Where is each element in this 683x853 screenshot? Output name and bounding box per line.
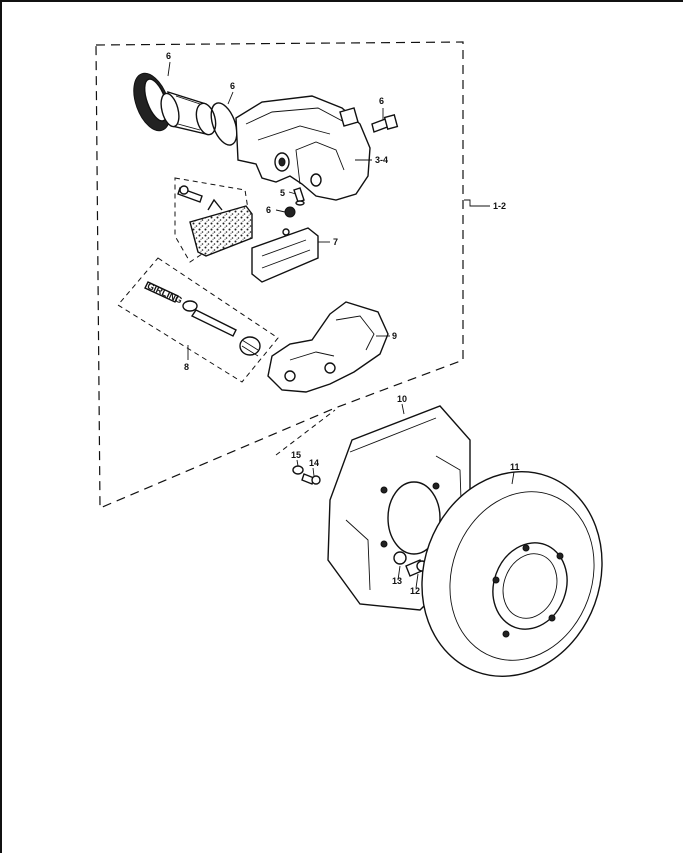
brake-pad-outer xyxy=(189,198,253,257)
leader-lines xyxy=(167,61,515,589)
callout-10: 10 xyxy=(397,394,407,404)
screw-14 xyxy=(301,473,321,485)
caliper-carrier xyxy=(267,301,389,393)
caliper-piston xyxy=(160,91,217,136)
brake-pad-inner xyxy=(251,227,319,283)
pin-kit-boundary xyxy=(117,257,279,383)
callout-1-2: 1-2 xyxy=(493,201,506,211)
guide-pin-kit: GIRLING xyxy=(144,281,261,357)
callout-13: 13 xyxy=(392,576,402,586)
caliper-bolt xyxy=(371,114,399,133)
callout-6-seal: 6 xyxy=(166,51,171,61)
callout-15: 15 xyxy=(291,450,301,460)
caliper-body xyxy=(235,95,371,201)
washer-15 xyxy=(292,465,304,475)
callout-9: 9 xyxy=(392,331,397,341)
callout-7: 7 xyxy=(333,237,338,247)
callout-12: 12 xyxy=(410,586,420,596)
callout-14: 14 xyxy=(309,458,319,468)
callout-6-ring: 6 xyxy=(230,81,235,91)
piston-seal-ring xyxy=(210,102,238,146)
pad-retaining-pin xyxy=(177,185,203,203)
assembly-boundary xyxy=(95,41,464,509)
bleed-nipple xyxy=(293,187,305,206)
washer-13 xyxy=(393,551,407,565)
callout-5: 5 xyxy=(280,188,285,198)
callout-6-cap: 6 xyxy=(266,205,271,215)
callout-8: 8 xyxy=(184,362,189,372)
pad-imprint: GIRLING xyxy=(146,281,184,306)
callout-3-4: 3-4 xyxy=(375,155,388,165)
callout-6-bolt: 6 xyxy=(379,96,384,106)
screw-group-boundary xyxy=(275,409,336,456)
bleed-dust-cap xyxy=(284,206,296,218)
callout-11: 11 xyxy=(510,462,520,472)
brake-disc xyxy=(421,471,603,677)
